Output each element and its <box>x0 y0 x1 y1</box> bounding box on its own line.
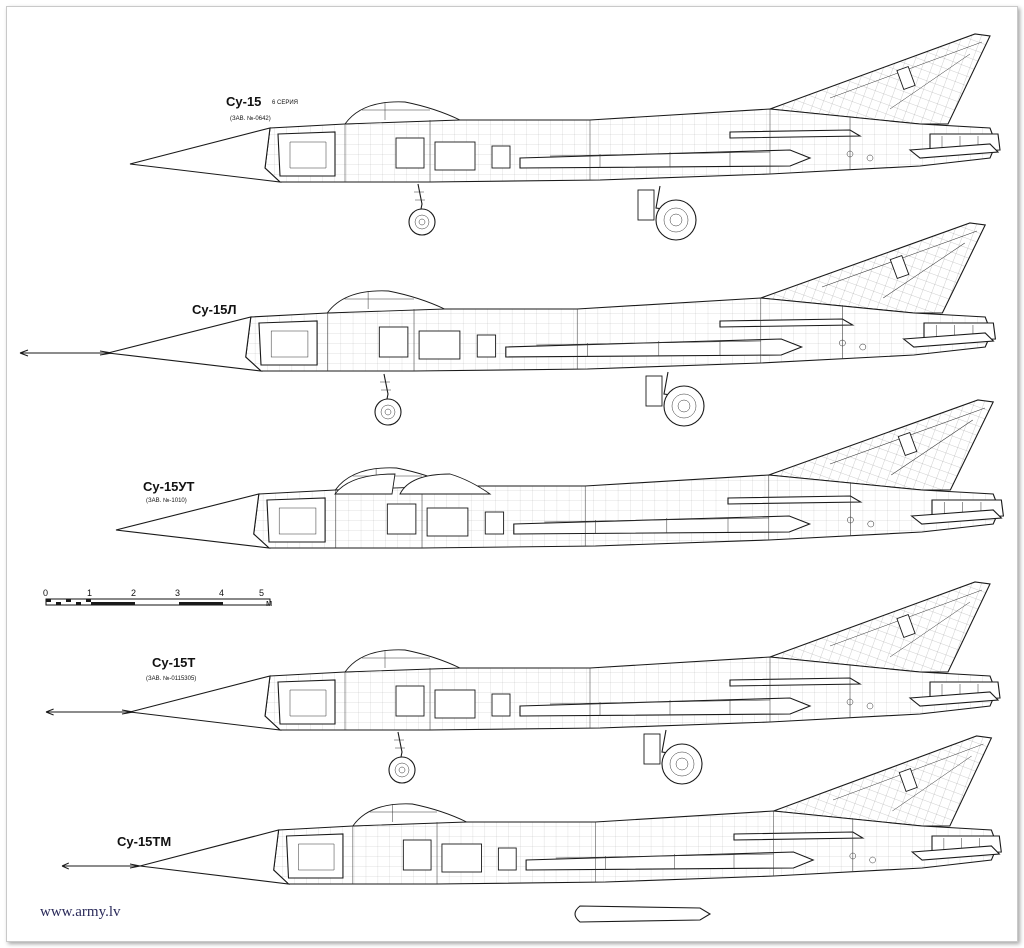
aircraft-su15l-drawing <box>19 222 996 427</box>
scale-tick-3: 3 <box>175 588 180 598</box>
aircraft-su15tm-drawing <box>61 735 1002 923</box>
label-su15tm: Су-15ТМ <box>117 834 171 849</box>
watermark: www.army.lv <box>40 904 121 920</box>
scale-tick-0: 0 <box>43 588 48 598</box>
scale-tick-2: 2 <box>131 588 136 598</box>
aircraft-su15ut-drawing <box>115 399 1004 549</box>
label-su15-factory: (ЗАВ. №-0642) <box>230 115 271 122</box>
label-su15t-factory: (ЗАВ. №-0115305) <box>146 675 196 682</box>
label-su15l: Су-15Л <box>192 302 237 317</box>
scale-tick-5: 5 <box>259 588 264 598</box>
scale-tick-4: 4 <box>219 588 224 598</box>
label-su15ut-factory: (ЗАВ. №-1010) <box>146 497 187 504</box>
label-su15-series: 6 СЕРИЯ <box>272 100 298 106</box>
label-su15ut: Су-15УТ <box>143 479 194 494</box>
scale-unit: м <box>266 598 272 608</box>
scale-tick-1: 1 <box>87 588 92 598</box>
aircraft-su15t-drawing <box>45 581 1001 785</box>
aircraft-su15-drawing <box>129 33 1001 241</box>
scale-bar: 0 1 2 3 4 5 м <box>43 588 272 608</box>
label-su15t: Су-15Т <box>152 655 195 670</box>
label-su15: Су-15 <box>226 94 261 109</box>
